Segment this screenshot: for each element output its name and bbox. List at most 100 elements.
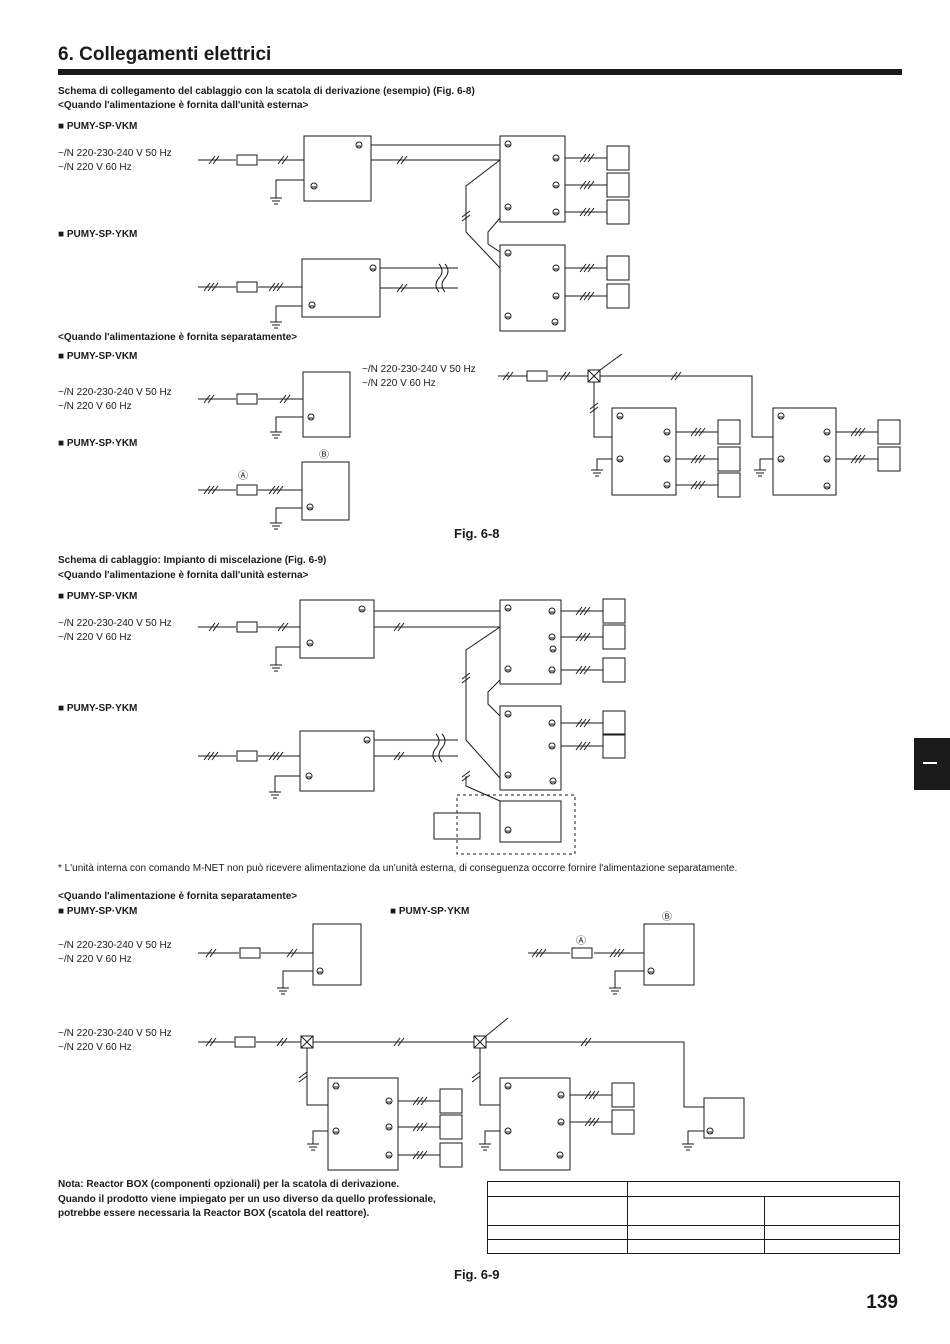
terminal-icon bbox=[550, 778, 556, 784]
wire-count-mark bbox=[277, 486, 283, 494]
wire-count-mark bbox=[584, 154, 590, 162]
wire-count-mark bbox=[269, 283, 275, 291]
wire-count-mark bbox=[397, 284, 403, 292]
terminal-icon bbox=[317, 968, 323, 974]
terminal-icon bbox=[505, 204, 511, 210]
wire-count-mark bbox=[588, 181, 594, 189]
indoor-unit-box bbox=[878, 420, 900, 444]
fig68-model-vkm-1: ■ PUMY-SP·VKM bbox=[58, 121, 138, 132]
terminal-icon bbox=[552, 319, 558, 325]
wire-count-mark bbox=[588, 292, 594, 300]
wire-count-mark bbox=[855, 428, 861, 436]
wire-count-mark bbox=[212, 752, 218, 760]
terminal-icon bbox=[386, 1124, 392, 1130]
indoor-unit-box bbox=[607, 284, 629, 308]
wire-count-mark bbox=[212, 283, 218, 291]
indoor-unit-box bbox=[607, 173, 629, 197]
trans-line bbox=[466, 160, 500, 268]
ground-wire bbox=[276, 417, 303, 432]
wire-count-mark bbox=[589, 1118, 595, 1126]
mnet-indoor-unit-box bbox=[434, 813, 480, 839]
terminal-icon bbox=[648, 968, 654, 974]
branch-box bbox=[612, 408, 676, 495]
wire-count-mark bbox=[209, 156, 215, 164]
wire-count-mark bbox=[610, 949, 616, 957]
wire-count-mark bbox=[859, 455, 865, 463]
power-line bbox=[307, 1048, 328, 1105]
fig68-supply1-c: ~/N 220-230-240 V 50 Hz bbox=[362, 364, 476, 375]
terminal-icon bbox=[311, 183, 317, 189]
wire-count-mark bbox=[584, 181, 590, 189]
wire-count-mark bbox=[278, 156, 284, 164]
trans-line bbox=[488, 218, 500, 252]
terminal-icon bbox=[505, 772, 511, 778]
wire-count-mark bbox=[472, 1072, 480, 1078]
fig69-model-vkm-1: ■ PUMY-SP·VKM bbox=[58, 591, 138, 602]
fig69-supply2-b: ~/N 220 V 60 Hz bbox=[58, 954, 132, 965]
wire-count-mark bbox=[299, 1076, 307, 1082]
wire-count-mark bbox=[273, 283, 279, 291]
wire-count-mark bbox=[580, 719, 586, 727]
outdoor-unit-box bbox=[300, 600, 374, 658]
wire-count-mark bbox=[590, 403, 598, 409]
wire-count-mark bbox=[277, 1038, 283, 1046]
wire-count-mark bbox=[421, 1123, 427, 1131]
outdoor-unit-box bbox=[303, 372, 350, 437]
breaker-symbol bbox=[237, 394, 257, 404]
fig69-supply1-c: ~/N 220-230-240 V 50 Hz bbox=[58, 1028, 172, 1039]
wire-count-mark bbox=[213, 623, 219, 631]
wire-count-mark bbox=[675, 372, 681, 380]
wire-count-mark bbox=[580, 264, 586, 272]
terminal-icon bbox=[558, 1119, 564, 1125]
wire-count-mark bbox=[503, 372, 509, 380]
wire-count-mark bbox=[210, 1038, 216, 1046]
wire-count-mark bbox=[580, 742, 586, 750]
terminal-icon bbox=[333, 1083, 339, 1089]
terminal-icon bbox=[306, 773, 312, 779]
wire-count-mark bbox=[695, 428, 701, 436]
indoor-unit-box bbox=[440, 1089, 462, 1113]
ground-wire bbox=[275, 776, 300, 792]
terminal-icon bbox=[505, 1128, 511, 1134]
wire-count-mark bbox=[209, 623, 215, 631]
wire-count-mark bbox=[532, 949, 538, 957]
terminal-icon bbox=[356, 142, 362, 148]
ground-wire bbox=[485, 1131, 500, 1144]
wire-count-mark bbox=[695, 455, 701, 463]
mnet-controller-box bbox=[500, 801, 561, 842]
wire-count-mark bbox=[208, 283, 214, 291]
fig69-sub-outdoor: <Quando l'alimentazione è fornita dall'u… bbox=[58, 570, 309, 581]
junction-box-icon bbox=[588, 370, 600, 382]
fig69-note-line2: Quando il prodotto viene impiegato per u… bbox=[58, 1194, 436, 1205]
breaker-symbol bbox=[527, 371, 547, 381]
terminal-icon bbox=[824, 483, 830, 489]
terminal-icon bbox=[778, 456, 784, 462]
terminal-icon bbox=[778, 413, 784, 419]
wire-count-mark bbox=[691, 455, 697, 463]
wire-count-mark bbox=[204, 486, 210, 494]
terminal-icon bbox=[505, 711, 511, 717]
wire-count-mark bbox=[576, 607, 582, 615]
table-cell bbox=[764, 1239, 900, 1254]
fig69-marker-a: Ⓐ bbox=[576, 936, 586, 947]
terminal-icon bbox=[370, 265, 376, 271]
ground-wire bbox=[313, 1131, 328, 1144]
trans-line bbox=[466, 776, 500, 801]
wire-count-mark bbox=[580, 666, 586, 674]
power-line bbox=[600, 376, 773, 437]
wire-count-mark bbox=[584, 264, 590, 272]
terminal-icon bbox=[553, 155, 559, 161]
indoor-unit-box bbox=[878, 447, 900, 471]
fig68-sub-outdoor: <Quando l'alimentazione è fornita dall'u… bbox=[58, 100, 309, 111]
terminal-icon bbox=[553, 265, 559, 271]
terminal-icon bbox=[307, 640, 313, 646]
wire-count-mark bbox=[584, 742, 590, 750]
terminal-icon bbox=[505, 1083, 511, 1089]
wire-count-mark bbox=[398, 752, 404, 760]
terminal-icon bbox=[664, 482, 670, 488]
terminal-icon bbox=[550, 646, 556, 652]
wire-count-mark bbox=[398, 623, 404, 631]
outdoor-unit-box bbox=[300, 731, 374, 791]
terminal-icon bbox=[557, 1152, 563, 1158]
